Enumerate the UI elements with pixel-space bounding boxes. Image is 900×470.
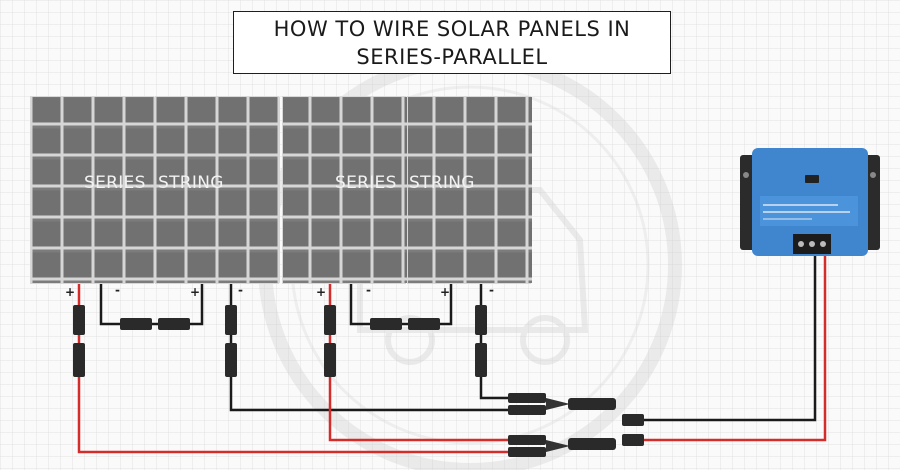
solar-panel-2 <box>155 96 280 284</box>
solar-panel-1 <box>30 96 155 284</box>
panel-4-negative-terminal: - <box>489 283 494 297</box>
panel-4-positive-terminal: + <box>440 285 451 299</box>
charge-controller <box>740 148 880 256</box>
branch-connector-negative <box>508 393 644 426</box>
string-2-label-right: STRING <box>409 173 475 193</box>
panel-1-negative-terminal: - <box>115 283 120 297</box>
string-1-label-left: SERIES <box>84 173 146 193</box>
panel-3-negative-terminal: - <box>366 283 371 297</box>
string-2-label-left: SERIES <box>335 173 397 193</box>
panel-2-negative-terminal: - <box>238 283 243 297</box>
panel-1-positive-terminal: + <box>65 285 76 299</box>
positive-wires <box>77 250 827 454</box>
title-line-1: HOW TO WIRE SOLAR PANELS IN <box>273 17 631 41</box>
diagram-title: HOW TO WIRE SOLAR PANELS IN SERIES-PARAL… <box>233 11 671 74</box>
solar-panel-3 <box>282 96 407 284</box>
panel-2-positive-terminal: + <box>190 285 201 299</box>
title-line-2: SERIES-PARALLEL <box>356 45 548 69</box>
branch-connector-positive <box>508 434 644 457</box>
string-1-label-right: STRING <box>158 173 224 193</box>
panel-3-positive-terminal: + <box>316 285 327 299</box>
mc4-connectors <box>73 305 487 377</box>
solar-panel-4 <box>407 96 532 284</box>
